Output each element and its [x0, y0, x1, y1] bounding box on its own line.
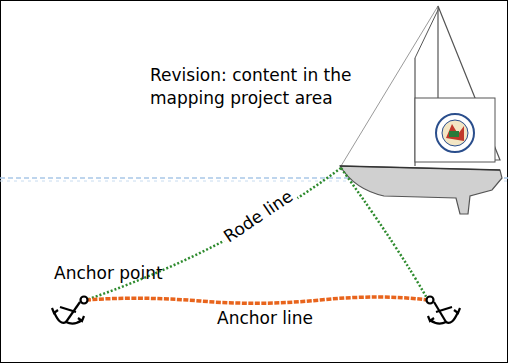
line-label: Anchor line: [214, 307, 316, 330]
logo-seal: [442, 120, 468, 146]
anchor-chain: [86, 297, 428, 303]
logo-seal: [446, 124, 464, 141]
hull: [340, 166, 502, 214]
logo-seal: [436, 114, 474, 152]
point-label: Anchor point: [54, 262, 163, 285]
anchor-symbol: [52, 297, 88, 324]
note-label: Revision: content in the mapping project…: [150, 64, 412, 110]
logo-seal: [449, 131, 459, 137]
sail-edge: [415, 10, 438, 58]
rode-line: [341, 168, 428, 300]
anchor-symbol: [427, 297, 461, 324]
sail-panel: [415, 98, 495, 162]
deck-line: [340, 166, 500, 170]
